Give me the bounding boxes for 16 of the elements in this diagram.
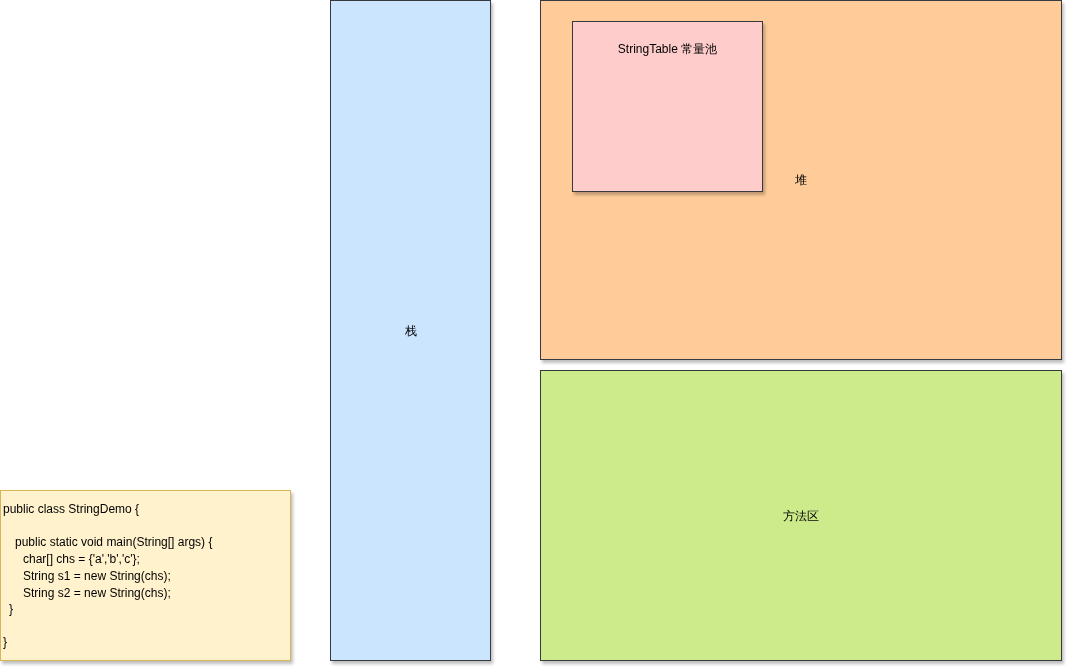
constant-pool-box	[572, 21, 763, 192]
code-line: public static void main(String[] args) {	[15, 534, 213, 550]
region-label: 方法区	[783, 507, 819, 524]
code-line: }	[9, 601, 13, 617]
region-label: 栈	[404, 322, 417, 339]
code-box	[0, 490, 291, 661]
stack-region	[330, 0, 491, 661]
region-label: 堆	[795, 171, 807, 189]
code-line: String s1 = new String(chs);	[23, 568, 171, 584]
code-line: public class StringDemo {	[3, 501, 140, 517]
code-line: }	[3, 634, 7, 650]
heap-region	[540, 0, 1062, 360]
method-area-region	[540, 370, 1062, 661]
region-label: StringTable 常量池	[617, 40, 718, 58]
code-line: String s2 = new String(chs);	[23, 585, 171, 601]
code-line: char[] chs = {'a','b','c'};	[23, 551, 140, 567]
